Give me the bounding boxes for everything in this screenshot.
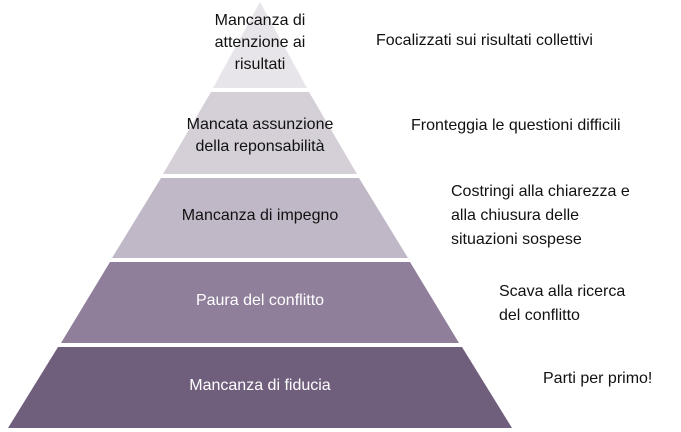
- tier-label-trust: Mancanza di fiducia: [189, 377, 331, 394]
- tier-label-results: Mancanza di attenzione ai risultati: [214, 12, 306, 73]
- action-label-accountability: Fronteggia le questioni difficili: [411, 117, 621, 134]
- tier-label-conflict: Paura del conflitto: [195, 292, 325, 309]
- action-label-results: Focalizzati sui risultati collettivi: [376, 32, 593, 49]
- pyramid-tier-4: [61, 262, 459, 343]
- tier-label-accountability: Mancata assunzione della reponsabilità: [186, 116, 334, 155]
- pyramid-tier-5: [8, 347, 512, 428]
- pyramid-tier-2: [163, 92, 357, 174]
- pyramid-tier-3: [112, 178, 408, 258]
- tier-label-commitment: Mancanza di impegno: [181, 207, 339, 224]
- action-label-commitment: Costringi alla chiarezza e alla chiusura…: [451, 183, 630, 248]
- action-label-trust: Parti per primo!: [543, 370, 653, 387]
- action-label-conflict: Scava alla ricerca del conflitto: [499, 283, 626, 324]
- pyramid-tier-1: [213, 2, 307, 88]
